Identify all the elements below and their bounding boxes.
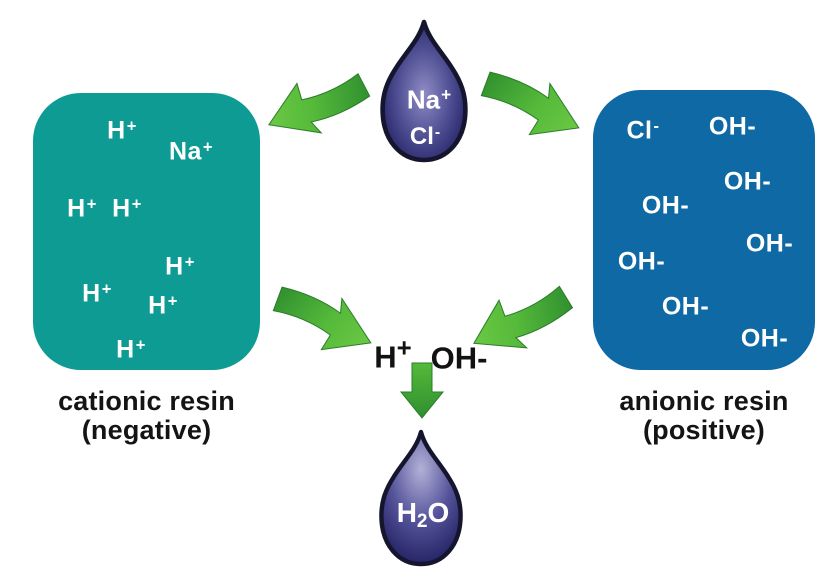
source-water-droplet [380,19,468,163]
product-drop-formula: H2O [396,497,450,532]
arrow-center-to-water-icon [399,362,445,419]
anionic-ion: Cl- [626,116,660,145]
anionic-ion: OH- [723,167,772,196]
anionic-ion: OH- [740,324,789,353]
source-drop-ion-cl: Cl- [409,123,441,150]
anionic-resin-label: anionic resin (positive) [593,387,815,445]
cationic-ion: H+ [116,335,146,364]
cationic-resin-box: H+ Na+ H+ H+ H+ H+ H+ H+ [33,93,260,370]
cationic-ion: H+ [148,291,178,320]
droplet-shape-icon [380,19,468,163]
anionic-ion: OH- [745,229,794,258]
anionic-ion: OH- [708,112,757,141]
arrow-drop-to-anionic-icon [480,71,580,136]
droplet-shape-icon [379,429,463,567]
source-drop-ion-na: Na+ [406,84,452,115]
cationic-ion: H+ [165,252,195,281]
anionic-resin-label-line1: anionic resin [619,386,789,416]
cationic-ion: H+ [112,194,142,223]
cationic-resin-label: cationic resin (negative) [33,387,260,445]
cationic-ion: H+ [82,279,112,308]
cationic-ion: H+ [107,116,137,145]
center-ion-oh: OH- [430,340,488,376]
cationic-ion: Na+ [168,137,214,166]
anionic-resin-box: Cl- OH- OH- OH- OH- OH- OH- OH- [593,90,815,370]
center-ion-h: H+ [374,334,412,375]
cationic-resin-label-line1: cationic resin [58,386,235,416]
anionic-ion: OH- [661,292,710,321]
arrow-anionic-to-center-icon [473,285,574,349]
arrow-cationic-to-center-icon [272,286,372,351]
arrow-drop-to-cationic-icon [268,73,371,134]
product-water-droplet [379,429,463,567]
anionic-resin-label-line2: (positive) [642,415,765,445]
anionic-ion: OH- [641,191,690,220]
cationic-resin-label-line2: (negative) [81,415,212,445]
cationic-ion: H+ [67,194,97,223]
anionic-ion: OH- [617,247,666,276]
